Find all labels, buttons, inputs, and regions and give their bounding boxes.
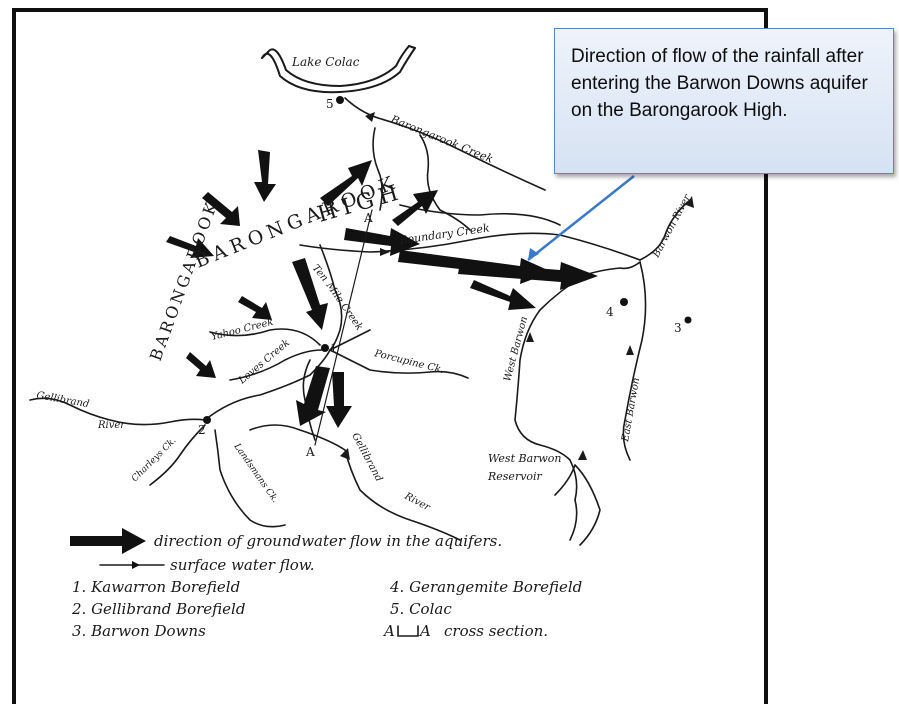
gw-arrow-10 <box>202 192 240 226</box>
legend-item-3: 3. Barwon Downs <box>72 622 206 640</box>
legend-cross-symbol <box>397 625 419 637</box>
legend-cross-a1: A <box>384 622 395 640</box>
callout-box: Direction of flow of the rainfall after … <box>554 28 894 174</box>
gellibrand-river-south <box>249 424 461 541</box>
barwon-main <box>584 261 641 276</box>
point-5-dot <box>336 96 344 104</box>
flow-arrow-reservoir <box>578 450 587 460</box>
legend-groundwater-arrow <box>70 528 146 554</box>
legend-cross-a2: A <box>420 622 431 640</box>
label-lake-colac: Lake Colac <box>291 55 360 69</box>
surface-flow-arrows <box>340 112 694 460</box>
point-3-dot <box>684 316 692 324</box>
flow-arrow-boundary <box>380 248 390 256</box>
map-frame <box>12 8 768 704</box>
loves-creek <box>229 349 323 381</box>
label-yahoo-creek: Yahoo Creek <box>210 317 275 343</box>
point-2-dot <box>203 416 211 424</box>
gw-arrow-14 <box>186 352 216 378</box>
gw-arrow-11 <box>254 150 276 202</box>
label-barwon-river: Barwon River <box>650 192 693 260</box>
label-ten: Ten <box>310 263 330 284</box>
reservoir-outline <box>554 464 601 546</box>
east-barwon-river <box>622 261 647 461</box>
gw-arrow-9 <box>326 372 352 428</box>
creek-network-4 <box>302 329 371 441</box>
label-section-a-top: A <box>363 211 373 225</box>
callout-pointer <box>527 175 635 261</box>
flow-arrow-west-barwon <box>526 332 534 342</box>
gw-arrow-1 <box>320 160 372 206</box>
borefield-points <box>203 96 692 424</box>
label-west-barwon-res: West Barwon <box>488 452 562 465</box>
charleys-creek <box>149 424 206 486</box>
label-point-1: 1 <box>330 342 337 355</box>
legend-surface-text: surface water flow. <box>170 556 315 574</box>
label-point-5: 5 <box>326 97 334 111</box>
lake-colac <box>261 45 416 94</box>
legend-item-1: 1. Kawarron Borefield <box>72 578 241 596</box>
gw-arrow-2 <box>392 190 438 226</box>
cross-section-line <box>314 209 373 446</box>
label-river-west: River <box>97 420 126 431</box>
legend-cross-text: cross section. <box>444 622 549 640</box>
gw-arrow-5 <box>458 262 598 290</box>
label-point-2: 2 <box>198 423 206 437</box>
label-gellibrand-south: Gellibrand <box>349 431 384 483</box>
label-point-3: 3 <box>674 321 682 335</box>
label-landsmans: Landsmans Ck. <box>231 441 280 505</box>
yahoo-creek <box>209 328 321 346</box>
gw-arrow-6 <box>470 280 536 310</box>
point-4-dot <box>620 298 628 306</box>
gw-arrow-8 <box>296 366 330 426</box>
label-point-4: 4 <box>606 305 614 319</box>
flow-arrow-east-barwon <box>626 345 634 355</box>
creek-tributary-1 <box>372 127 383 211</box>
barwon-river <box>639 199 691 261</box>
groundwater-arrows <box>166 150 598 428</box>
label-section-a-bottom: A <box>305 445 315 459</box>
flow-arrow-gellibrand <box>340 448 350 460</box>
upper-boundary-creek <box>399 204 561 226</box>
legend-item-4: 4. Gerangemite Borefield <box>390 578 583 596</box>
label-east-barwon: East Barwon <box>620 377 642 444</box>
ten-mile-creek <box>319 244 343 351</box>
creek-tributary-2 <box>419 134 471 231</box>
gw-arrow-3 <box>344 228 420 256</box>
gw-arrow-7 <box>292 258 328 330</box>
west-barwon-river <box>514 274 586 501</box>
label-river-south: River <box>402 490 433 513</box>
label-reservoir: Reservoir <box>487 470 543 483</box>
flow-arrow-barwon <box>686 196 694 208</box>
boundary-creek <box>299 232 641 261</box>
gw-arrow-12 <box>166 236 214 258</box>
legend-symbols <box>70 528 419 637</box>
gellibrand-link <box>204 349 331 421</box>
legend-item-2: 2. Gellibrand Borefield <box>72 600 246 618</box>
gellibrand-river-west <box>29 397 206 426</box>
porcupine-creek <box>329 349 469 379</box>
legend-groundwater-text: direction of groundwater flow in the aqu… <box>154 532 503 550</box>
gw-arrow-13 <box>238 296 272 320</box>
label-boundary-creek: Boundary Creek <box>398 221 491 247</box>
label-west-barwon: West Barwon <box>502 315 530 382</box>
landsmans-creek <box>214 429 286 528</box>
legend-item-5: 5. Colac <box>390 600 452 618</box>
flow-arrow-barongarook <box>365 112 375 122</box>
label-loves-creek: Loves Creek <box>236 337 292 386</box>
label-gellibrand-west: Gellibrand <box>35 390 90 410</box>
label-barongarook-creek: Barongarook Creek <box>388 112 495 165</box>
label-barongarook-left: BARONGAROOK <box>146 197 222 363</box>
label-charleys: Charleys Ck. <box>130 436 178 484</box>
callout-text: Direction of flow of the rainfall after … <box>571 46 868 121</box>
barongarook-creek <box>344 97 546 191</box>
surface-water-network <box>29 97 691 546</box>
legend-surface-arrowhead <box>132 561 140 569</box>
point-1-dot <box>321 344 329 352</box>
legend: direction of groundwater flow in the aqu… <box>64 522 684 662</box>
